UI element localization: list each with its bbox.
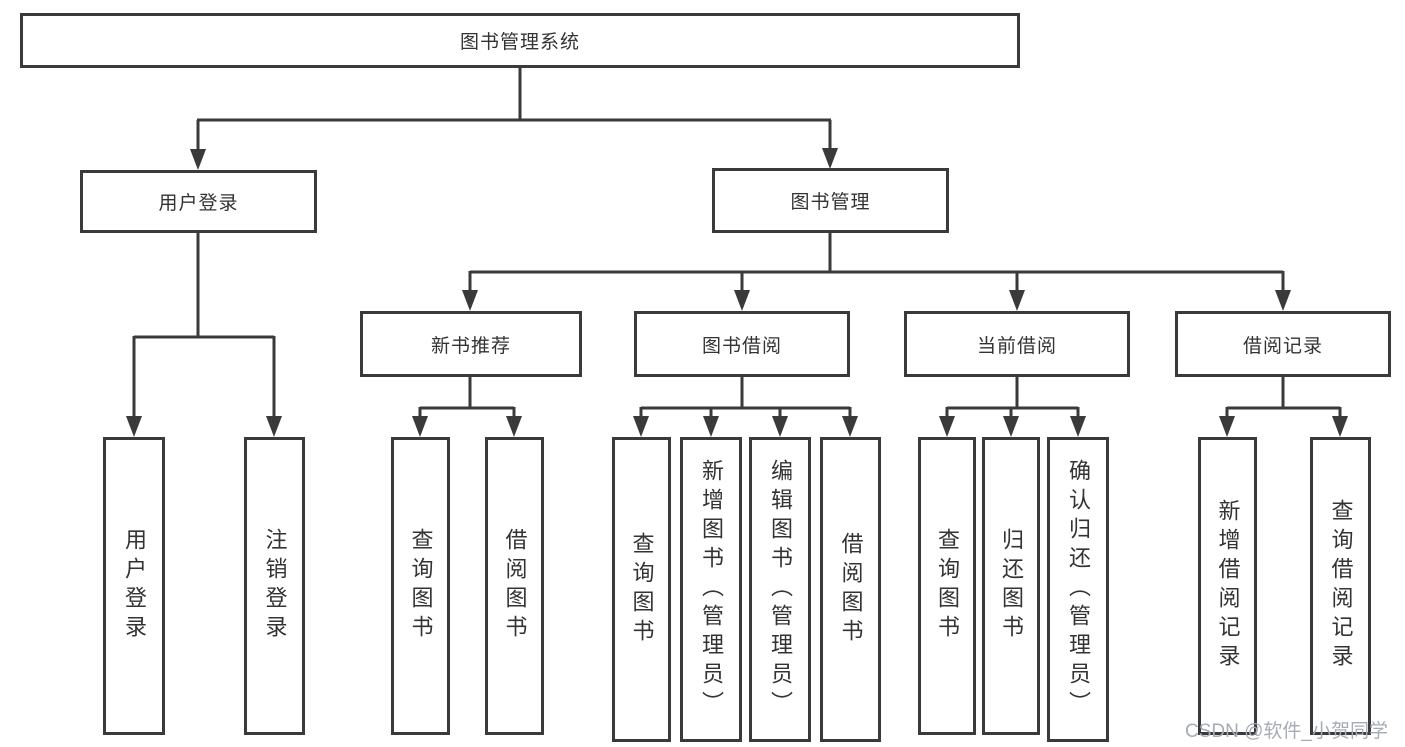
leaf-query-borrow-record-label: 查询借阅记录 xyxy=(1328,499,1354,673)
leaf-add-borrow-record: 新增借阅记录 xyxy=(1198,437,1257,735)
leaf-edit-book-admin-label: 编辑图书（管理员） xyxy=(768,459,793,720)
leaf-borrow-books-borrowing: 借阅图书 xyxy=(820,437,881,742)
node-user-login: 用户登录 xyxy=(80,170,317,233)
leaf-query-books-borrowing-label: 查询图书 xyxy=(629,531,655,648)
leaf-query-borrow-record: 查询借阅记录 xyxy=(1310,437,1371,735)
leaf-borrow-books-recommend-label: 借阅图书 xyxy=(502,528,528,644)
node-current-borrowing: 当前借阅 xyxy=(904,311,1130,377)
leaf-user-login-label: 用户登录 xyxy=(122,528,147,644)
leaf-borrow-books-borrowing-label: 借阅图书 xyxy=(838,531,864,648)
node-book-management: 图书管理 xyxy=(712,168,949,233)
leaf-add-book-admin: 新增图书（管理员） xyxy=(680,437,742,742)
leaf-query-books-recommend-label: 查询图书 xyxy=(408,528,434,644)
leaf-query-books-borrowing: 查询图书 xyxy=(612,437,671,742)
node-borrowing-records: 借阅记录 xyxy=(1175,311,1391,377)
watermark: CSDN @软件_小贺同学 xyxy=(1185,721,1388,742)
leaf-logout: 注销登录 xyxy=(244,437,305,735)
leaf-logout-label: 注销登录 xyxy=(262,528,288,644)
node-book-borrowing: 图书借阅 xyxy=(634,311,850,377)
node-new-book-recommendation: 新书推荐 xyxy=(360,311,582,377)
node-library-management-system: 图书管理系统 xyxy=(20,13,1020,68)
leaf-add-borrow-record-label: 新增借阅记录 xyxy=(1215,499,1241,673)
leaf-query-books-current: 查询图书 xyxy=(918,437,976,735)
leaf-query-books-recommend: 查询图书 xyxy=(391,437,450,735)
leaf-confirm-return-admin: 确认归还（管理员） xyxy=(1047,437,1109,742)
leaf-edit-book-admin: 编辑图书（管理员） xyxy=(749,437,811,742)
leaf-user-login: 用户登录 xyxy=(103,437,165,735)
leaf-return-books: 归还图书 xyxy=(982,437,1040,735)
leaf-confirm-return-admin-label: 确认归还（管理员） xyxy=(1066,459,1091,720)
leaf-return-books-label: 归还图书 xyxy=(999,528,1024,644)
leaf-query-books-current-label: 查询图书 xyxy=(935,528,960,644)
leaf-borrow-books-recommend: 借阅图书 xyxy=(485,437,544,735)
leaf-add-book-admin-label: 新增图书（管理员） xyxy=(699,459,724,720)
